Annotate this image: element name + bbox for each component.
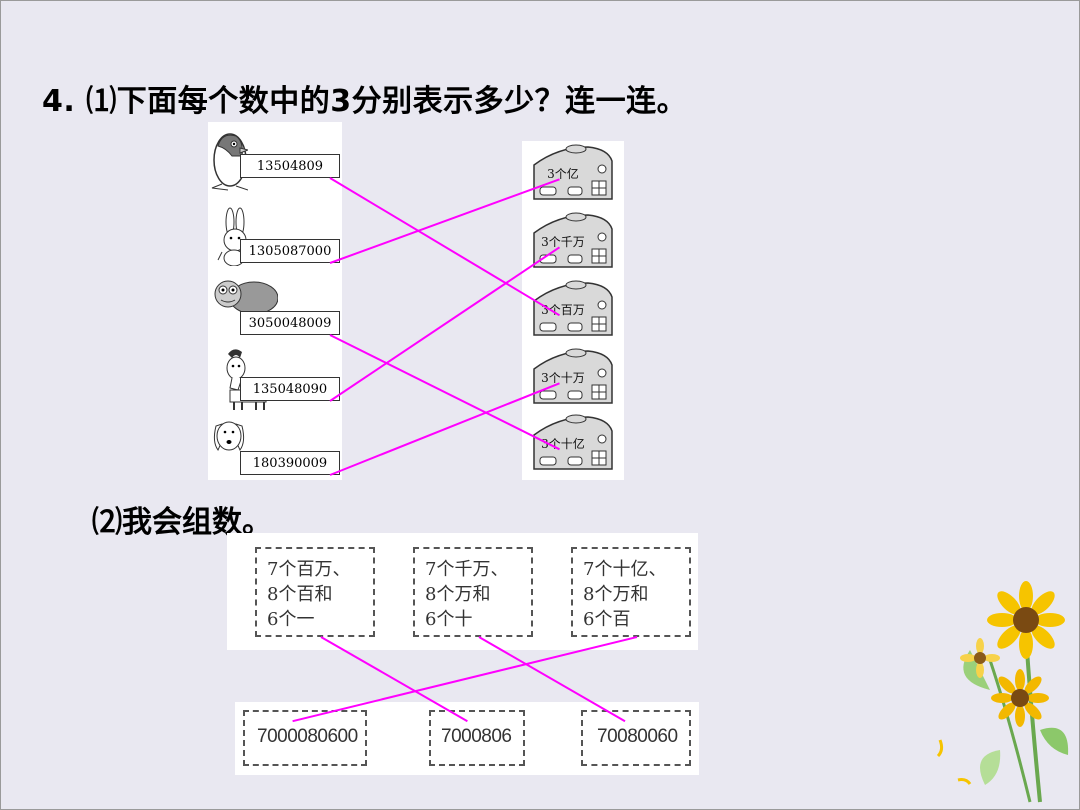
house-label-1: 3个亿 bbox=[547, 167, 579, 181]
answer-frame-3 bbox=[581, 710, 691, 766]
house-label-3: 3个百万 bbox=[541, 303, 585, 317]
number-box-3: 3050048009 bbox=[240, 311, 340, 335]
description-1-line-3: 6个一 bbox=[267, 609, 315, 630]
houses-panel: 3个亿 3个千万 3个百万 bbox=[522, 141, 624, 480]
description-1: 7个百万、 8个百和 6个一 bbox=[267, 557, 350, 632]
answer-number-1: 7000080600 bbox=[257, 726, 358, 747]
turtle-icon bbox=[214, 280, 278, 314]
house-2: 3个千万 bbox=[528, 211, 618, 277]
answer-number-3: 70080060 bbox=[597, 726, 678, 747]
number-box-1: 13504809 bbox=[240, 154, 340, 178]
part2-line-3 bbox=[292, 636, 638, 723]
number-box-4: 135048090 bbox=[240, 377, 340, 401]
house-icon bbox=[533, 414, 613, 470]
answer-number-2: 7000806 bbox=[441, 726, 512, 747]
house-4: 3个十万 bbox=[528, 347, 618, 413]
house-1: 3个亿 bbox=[528, 143, 618, 209]
house-5: 3个十亿 bbox=[528, 413, 618, 479]
part2-line-2 bbox=[478, 636, 626, 723]
description-2-line-2: 8个万和 bbox=[425, 584, 491, 605]
description-frame-3 bbox=[571, 547, 691, 637]
house-icon bbox=[533, 212, 613, 268]
part1-line-4 bbox=[329, 246, 561, 402]
house-3: 3个百万 bbox=[528, 279, 618, 345]
house-icon bbox=[533, 280, 613, 336]
description-3-line-1: 7个十亿、 bbox=[583, 559, 667, 580]
description-2-line-1: 7个千万、 bbox=[425, 559, 509, 580]
part1-line-2 bbox=[329, 178, 560, 264]
description-1-line-2: 8个百和 bbox=[267, 584, 333, 605]
description-3-line-2: 8个万和 bbox=[583, 584, 649, 605]
answer-frame-2 bbox=[429, 710, 525, 766]
number-box-2: 1305087000 bbox=[240, 239, 340, 263]
description-2-line-3: 6个十 bbox=[425, 609, 473, 630]
number-box-5: 180390009 bbox=[240, 451, 340, 475]
question-title: 4. ⑴下面每个数中的3分别表示多少？连一连。 bbox=[42, 84, 688, 119]
penguin-icon bbox=[211, 133, 248, 191]
house-label-2: 3个千万 bbox=[541, 235, 585, 249]
description-1-line-1: 7个百万、 bbox=[267, 559, 351, 580]
numbers-panel: 13504809 1305087000 3050048009 135048090… bbox=[208, 122, 342, 480]
dog-icon bbox=[213, 421, 245, 451]
description-2: 7个千万、 8个万和 6个十 bbox=[425, 557, 508, 632]
description-3-line-3: 6个百 bbox=[583, 609, 631, 630]
house-icon bbox=[533, 144, 613, 200]
descriptions-panel: 7个百万、 8个百和 6个一 7个千万、 8个万和 6个十 7个十亿、 8个万和… bbox=[227, 533, 698, 650]
answer-frame-1 bbox=[243, 710, 367, 766]
part1-line-5 bbox=[329, 382, 560, 476]
part1-line-3 bbox=[329, 334, 560, 451]
description-frame-2 bbox=[413, 547, 533, 637]
sunflower-decoration bbox=[936, 581, 1069, 803]
description-frame-1 bbox=[255, 547, 375, 637]
part2-line-1 bbox=[320, 636, 468, 723]
house-label-4: 3个十万 bbox=[541, 371, 585, 385]
house-label-5: 3个十亿 bbox=[541, 437, 585, 451]
answers-panel: 7000080600 7000806 70080060 bbox=[235, 702, 699, 775]
description-3: 7个十亿、 8个万和 6个百 bbox=[583, 557, 666, 632]
house-icon bbox=[533, 348, 613, 404]
part1-line-1 bbox=[329, 177, 561, 317]
